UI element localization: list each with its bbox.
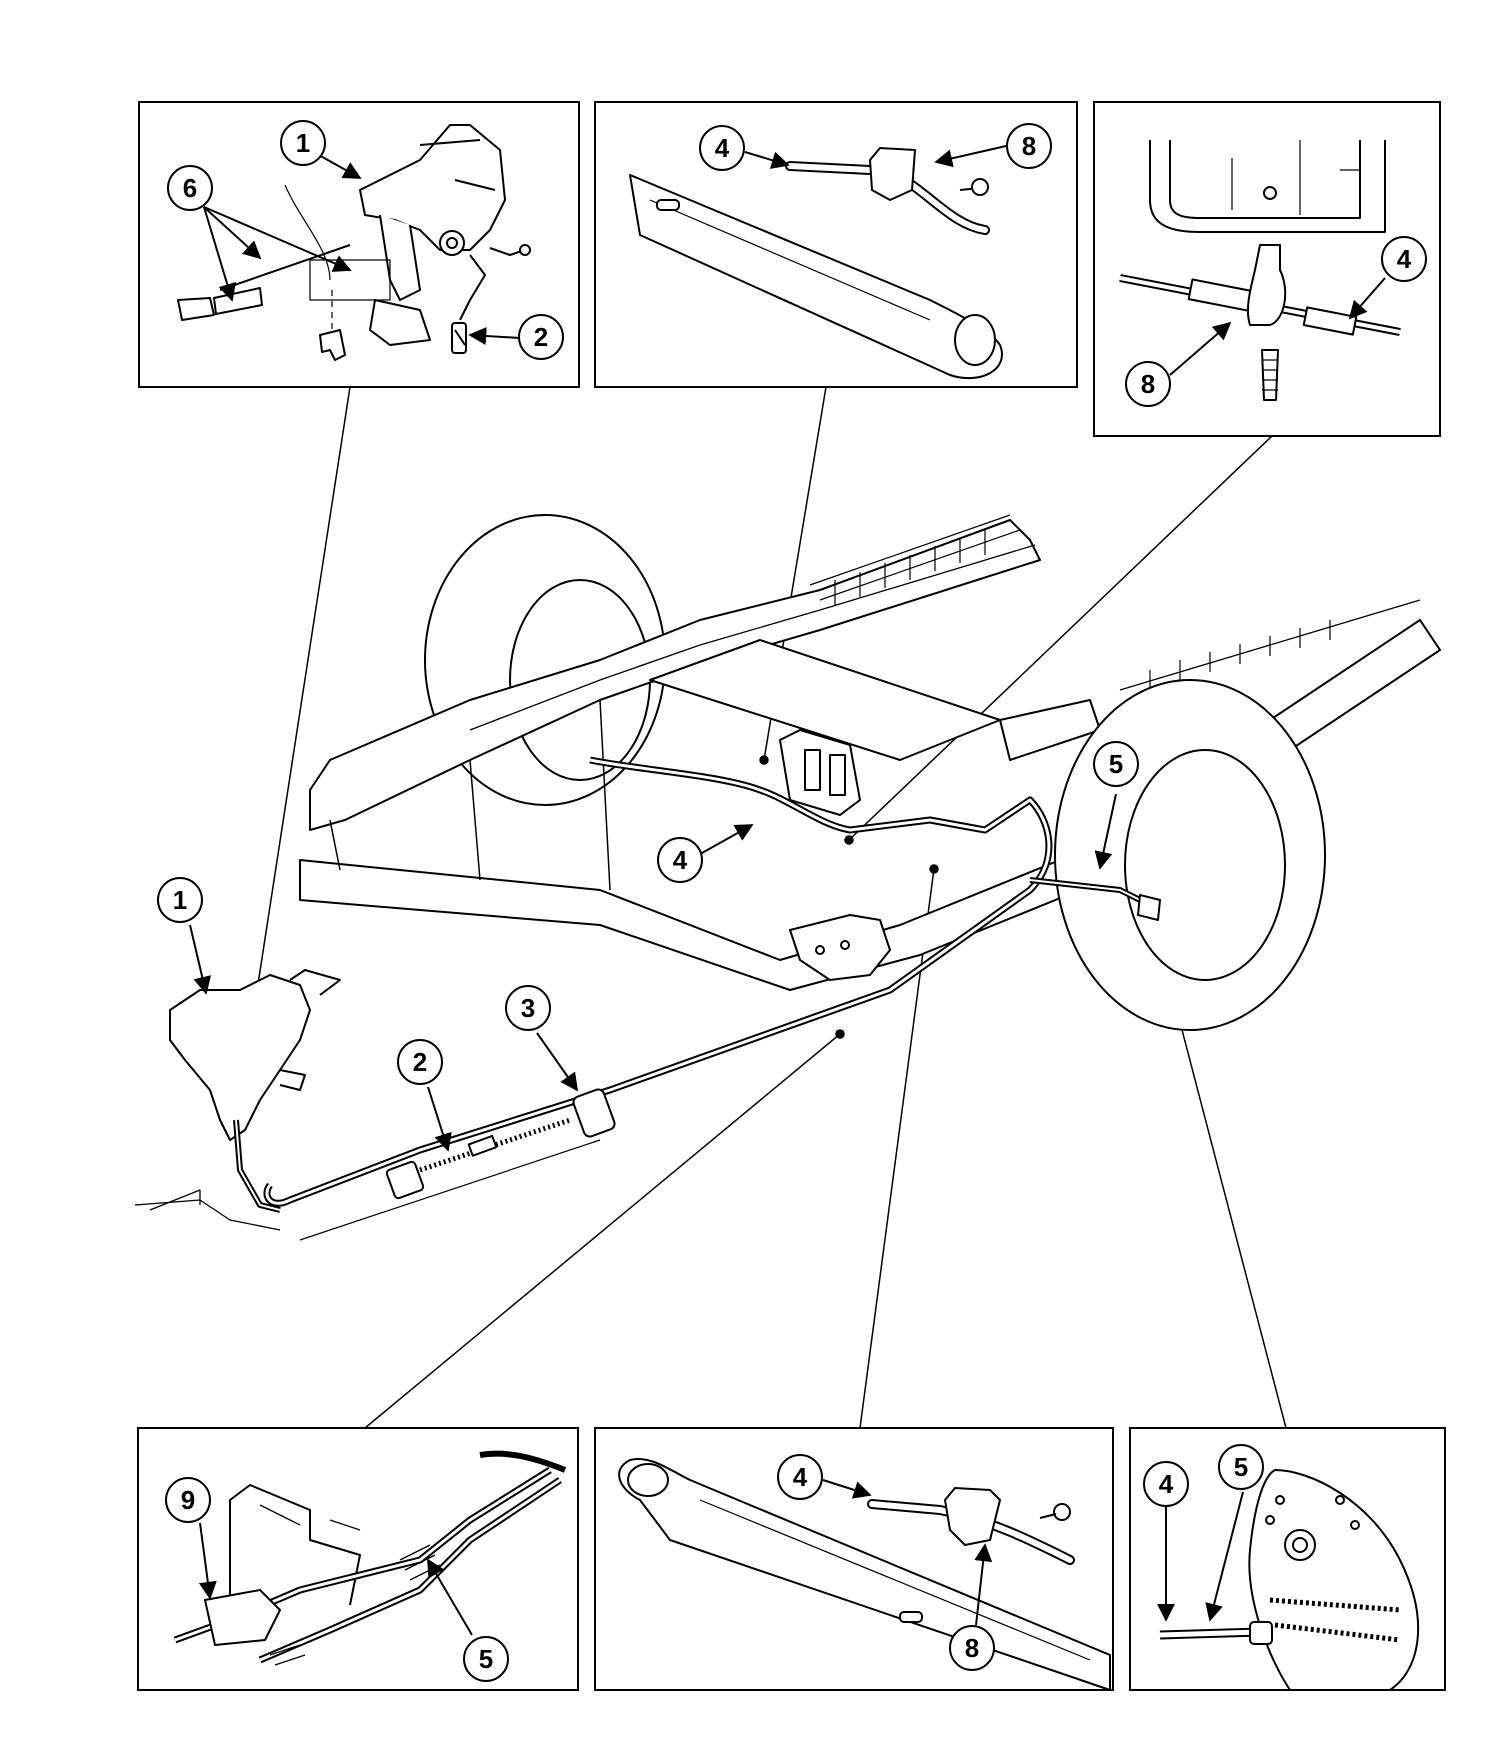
svg-text:5: 5 xyxy=(1109,749,1123,779)
callout-arrows xyxy=(189,145,1386,1636)
pedal-assembly-illustration xyxy=(177,124,531,361)
callout-8-inset-bottom-middle: 8 xyxy=(949,1625,995,1671)
svg-text:2: 2 xyxy=(534,322,548,352)
svg-text:4: 4 xyxy=(1159,1469,1174,1499)
callout-6-inset-pedal: 6 xyxy=(167,165,213,211)
svg-text:5: 5 xyxy=(1234,1452,1248,1482)
svg-text:4: 4 xyxy=(793,1462,808,1492)
backing-plate-illustration xyxy=(1159,1469,1420,1691)
callout-5-inset-bottom-right: 5 xyxy=(1218,1444,1264,1490)
callout-2-main: 2 xyxy=(397,1039,443,1085)
chassis-illustration xyxy=(134,514,1441,1241)
callout-1-inset-pedal: 1 xyxy=(280,120,326,166)
callout-4-inset-top-right: 4 xyxy=(1381,236,1427,282)
cable-clip-body-illustration xyxy=(1119,140,1401,401)
callout-3-main: 3 xyxy=(505,985,551,1031)
callout-4-inset-top-middle: 4 xyxy=(699,125,745,171)
svg-text:4: 4 xyxy=(673,845,688,875)
callout-2-inset-pedal: 2 xyxy=(518,314,564,360)
callouts: 1 6 2 4 8 4 8 4 5 1 2 3 9 5 4 8 4 5 xyxy=(157,120,1427,1682)
callout-8-inset-top-right: 8 xyxy=(1125,361,1171,407)
callout-1-main: 1 xyxy=(157,877,203,923)
svg-text:6: 6 xyxy=(183,173,197,203)
equalizer-illustration xyxy=(173,1450,567,1666)
svg-text:9: 9 xyxy=(181,1485,195,1515)
svg-text:8: 8 xyxy=(1141,369,1155,399)
callout-4-main: 4 xyxy=(657,837,703,883)
svg-text:4: 4 xyxy=(1397,244,1412,274)
svg-text:3: 3 xyxy=(521,993,535,1023)
svg-text:1: 1 xyxy=(173,885,187,915)
svg-text:5: 5 xyxy=(479,1644,493,1674)
svg-text:8: 8 xyxy=(1022,131,1036,161)
callout-4-inset-bottom-middle: 4 xyxy=(777,1454,823,1500)
svg-text:4: 4 xyxy=(715,133,730,163)
svg-text:2: 2 xyxy=(413,1047,427,1077)
callout-4-inset-bottom-right: 4 xyxy=(1143,1461,1189,1507)
callout-9-inset-bottom-left: 9 xyxy=(165,1477,211,1523)
svg-text:8: 8 xyxy=(965,1633,979,1663)
callout-8-inset-top-middle: 8 xyxy=(1006,123,1052,169)
crossmember-clip-top-illustration xyxy=(629,147,1003,380)
svg-text:1: 1 xyxy=(296,128,310,158)
inset-top-left xyxy=(138,101,580,388)
callout-5-inset-bottom-left: 5 xyxy=(463,1636,509,1682)
callout-5-main: 5 xyxy=(1093,741,1139,787)
